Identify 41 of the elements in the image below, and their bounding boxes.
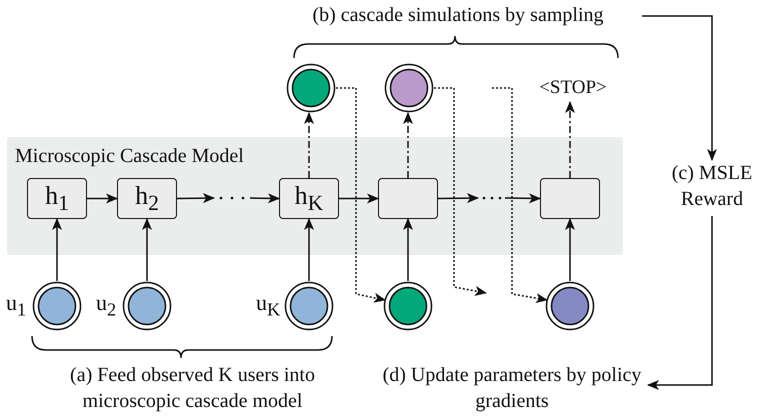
caption-text: (d) Update parameters by policy gradients — [378, 362, 646, 414]
caption-text: (a) Feed observed K users into microscopic cascade model — [20, 362, 365, 414]
arrow — [434, 87, 487, 296]
caption-text: (b) cascade simulations by sampling — [278, 2, 638, 28]
state-box — [378, 178, 438, 219]
panel-title: Microscopic Cascade Model — [15, 145, 244, 168]
arrow — [438, 193, 479, 204]
arrow — [304, 112, 314, 178]
state-box — [540, 178, 600, 219]
user-label: u$_{1}$ — [6, 292, 26, 319]
arrow — [647, 216, 713, 390]
arrow — [52, 218, 62, 281]
state-box: h$_{1}$ — [27, 178, 87, 219]
arrow — [642, 15, 717, 161]
arrow — [565, 101, 575, 178]
user-node — [383, 281, 433, 331]
arrow — [176, 193, 215, 204]
user-node — [286, 63, 336, 113]
arrow — [403, 112, 413, 178]
arrow — [565, 218, 575, 281]
model-panel — [7, 137, 623, 255]
user-node — [122, 281, 172, 331]
user-node — [545, 281, 595, 331]
state-box: h$_{K}$ — [279, 178, 339, 219]
user-node — [284, 281, 334, 331]
user-label: u$_{K}$ — [256, 292, 280, 319]
user-node — [384, 63, 434, 113]
arrow — [142, 218, 152, 281]
arrow — [336, 87, 386, 303]
arrow — [339, 194, 379, 204]
arrow — [304, 218, 314, 281]
caption-text: (c) MSLE Reward — [660, 160, 761, 212]
arrow — [492, 87, 548, 304]
state-box: h$_{2}$ — [117, 178, 177, 219]
stop-token: <STOP> — [535, 76, 611, 101]
arrow — [504, 193, 541, 204]
arrow — [403, 218, 413, 281]
arrow — [87, 194, 118, 204]
user-node — [32, 281, 82, 331]
user-label: u$_{2}$ — [96, 292, 116, 319]
arrow — [250, 193, 280, 204]
